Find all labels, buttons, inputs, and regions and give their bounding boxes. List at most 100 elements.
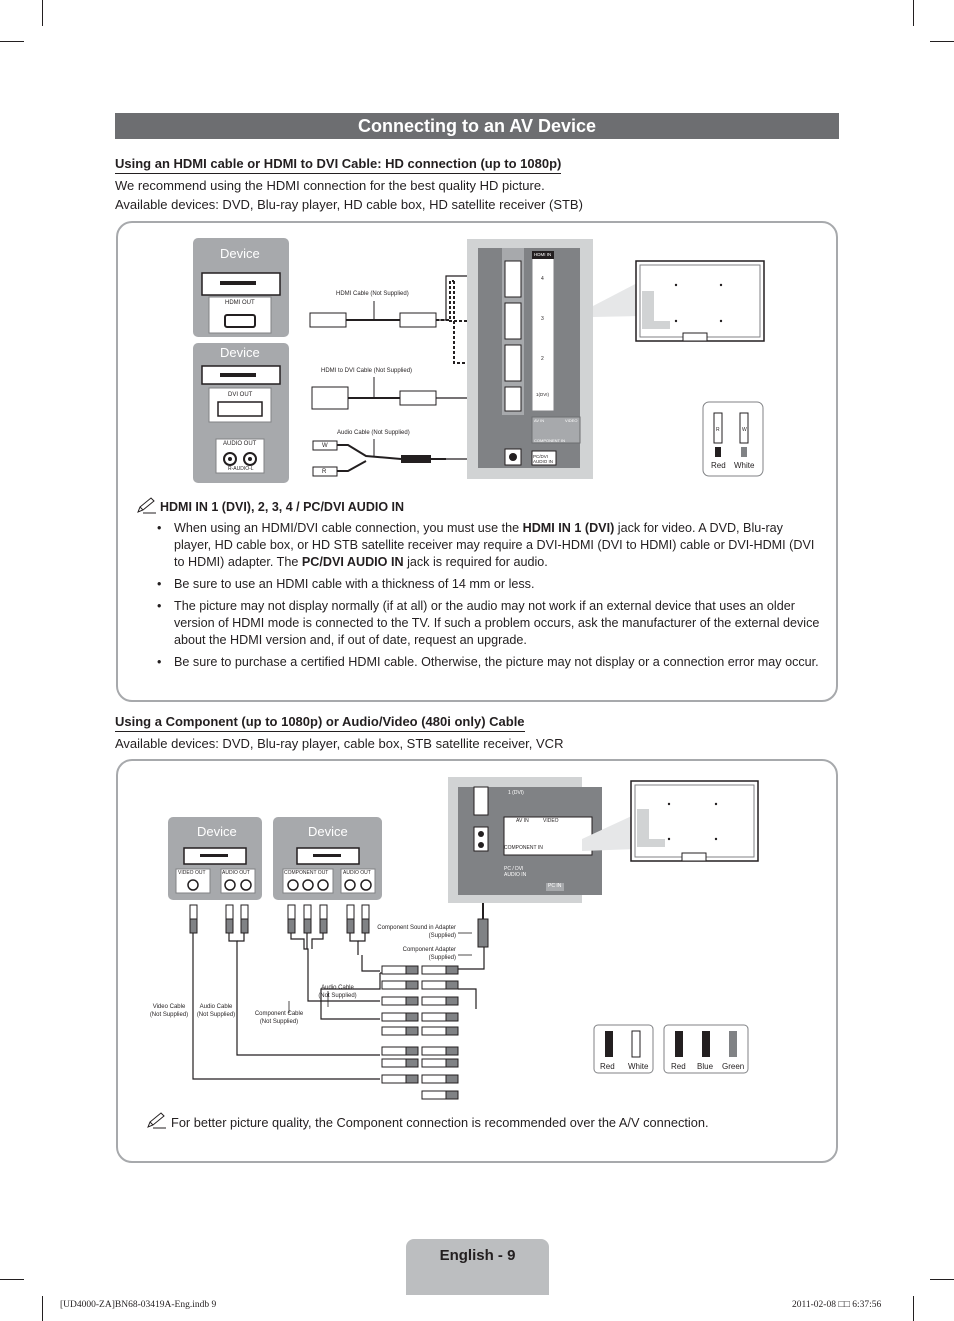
r-audio-l-label: R-AUDIO-L <box>228 466 254 472</box>
bullet-text: jack is required for audio. <box>403 555 548 569</box>
crop-mark <box>0 41 24 42</box>
note-bullet: • The picture may not display normally (i… <box>152 598 822 649</box>
av-in-block <box>503 816 593 856</box>
tv-component-label: COMPONENT IN <box>534 438 566 443</box>
device-side-plugs <box>189 904 370 934</box>
tv-component-label: COMPONENT IN <box>504 845 543 851</box>
pencil-note-icon <box>137 497 156 514</box>
tv-port-label: 1(DVI) <box>536 392 550 397</box>
section-text: Available devices: DVD, Blu-ray player, … <box>115 736 564 751</box>
legend-red-label: Red <box>671 1062 686 1071</box>
video-out-jack <box>187 879 199 891</box>
hdmi-out-label: HDMI OUT <box>225 300 255 306</box>
hdmi-dvi-cable-label: HDMI to DVI Cable (Not Supplied) <box>321 368 413 374</box>
device-label: Device <box>220 345 260 360</box>
tv-1dvi-label: 1 (DVI) <box>508 790 524 796</box>
video-cable-label: Video Cable (Not Supplied) <box>149 1004 189 1018</box>
pc-dvi-label-box <box>531 450 557 466</box>
legend-white-label: White <box>628 1062 649 1071</box>
section-text: Available devices: DVD, Blu-ray player, … <box>115 197 583 212</box>
crop-mark <box>913 1296 914 1321</box>
callout-wedge <box>582 814 636 851</box>
audio-cable-label: Audio Cable (Not Supplied) <box>337 430 410 436</box>
legend-plug-red <box>605 1031 613 1057</box>
dvi-cable-plug-right <box>399 390 437 406</box>
tv-hdmi-in-label: HDMI IN <box>534 252 552 257</box>
crop-mark <box>42 0 43 26</box>
bullet-text: Be sure to use an HDMI cable with a thic… <box>174 577 535 591</box>
tv-pcdvi-label: PC/DVI AUDIO IN <box>533 454 554 464</box>
crop-mark <box>913 0 914 26</box>
legend-blue-label: Blue <box>697 1062 714 1071</box>
hdmi-connection-diagram <box>193 238 765 483</box>
hdmi-in-label-strip <box>531 250 555 412</box>
bullet-text: The picture may not display normally (if… <box>174 599 820 647</box>
component-adapter-plug <box>477 918 489 948</box>
note-bullet-list: •When using an HDMI/DVI cable connection… <box>152 520 822 676</box>
plug-w-label: W <box>322 443 328 449</box>
crop-mark <box>930 1279 954 1280</box>
legend-white-label: White <box>734 461 755 470</box>
tv-video-label: VIDEO <box>543 818 559 824</box>
legend-plug-white <box>631 1030 641 1058</box>
device-label: Device <box>308 824 348 839</box>
bullet-text: jack for video. A DVD, Blu-ray player, H… <box>174 521 815 569</box>
bullet-emphasis: PC/DVI AUDIO IN <box>301 555 404 569</box>
legend-plug-green <box>729 1031 737 1057</box>
crop-mark <box>930 41 954 42</box>
tv-port-label: 4 <box>541 276 544 282</box>
hdmi-cable-plug-left <box>309 312 347 328</box>
tv-connection-area <box>642 291 654 329</box>
component-out-label: COMPONENT OUT <box>284 870 329 876</box>
dvi-out-label: DVI OUT <box>228 392 253 398</box>
audio-out-label: AUDIO OUT <box>343 870 371 876</box>
bullet-text: Be sure to purchase a certified HDMI cab… <box>174 655 819 669</box>
component-adapter-label: Component Adapter (Supplied) <box>402 947 456 961</box>
hdmi-port-3 <box>504 302 522 340</box>
bullet-dot: • <box>157 577 162 591</box>
audio-out-label: AUDIO OUT <box>222 870 250 876</box>
bullet-dot: • <box>157 655 162 669</box>
dvi-cable-plug-left <box>311 386 349 410</box>
dvi-out-port <box>217 401 263 417</box>
audio-cable-label: Audio Cable (Not Supplied) <box>196 1004 236 1018</box>
legend-green-label: Green <box>722 1062 745 1071</box>
legend-plug-red <box>713 412 723 444</box>
device-label: Device <box>197 824 237 839</box>
footer-file-info: [UD4000-ZA]BN68-03419A-Eng.indb 9 <box>60 1300 217 1310</box>
adapter-plugs <box>381 965 459 1100</box>
hdmi-cable-label: HDMI Cable (Not Supplied) <box>336 291 409 297</box>
bullet-emphasis: HDMI IN 1 (DVI) <box>522 521 615 535</box>
legend-plug-blue <box>702 1031 710 1057</box>
bullet-dot: • <box>157 599 162 613</box>
tv-stand <box>681 852 707 862</box>
av-component-block <box>531 416 581 444</box>
crop-mark <box>0 1279 24 1280</box>
crop-mark <box>42 1296 43 1321</box>
section-text: We recommend using the HDMI connection f… <box>115 178 545 193</box>
tv-stand <box>682 332 708 342</box>
bullet-dot: • <box>157 521 162 535</box>
hdmi-cable-plug-right <box>399 312 437 328</box>
tv-video-label: VIDEO <box>565 418 578 423</box>
section-heading-hdmi: Using an HDMI cable or HDMI to DVI Cable… <box>115 156 562 174</box>
tv-port-label: 3 <box>541 316 544 322</box>
note-bullet: •When using an HDMI/DVI cable connection… <box>152 520 822 571</box>
pencil-note-icon <box>147 1112 166 1129</box>
tv-port-label: 2 <box>541 356 544 362</box>
audio-cable-mini-plug <box>401 455 431 463</box>
tv-pcin-label: PC IN <box>548 883 562 889</box>
audio-out-label: AUDIO OUT <box>223 441 257 447</box>
legend-w-letter: W <box>742 427 747 433</box>
section-heading-component: Using a Component (up to 1080p) or Audio… <box>115 714 525 732</box>
tv-avin-label: AV IN <box>516 818 529 824</box>
legend-r-letter: R <box>716 427 720 433</box>
sound-adapter-label: Component Sound in Adapter (Supplied) <box>377 925 456 939</box>
hdmi-port-4 <box>504 260 522 298</box>
hdmi-port-1dvi <box>504 386 522 412</box>
note-bullet: • Be sure to use an HDMI cable with a thi… <box>152 576 822 593</box>
pc-dvi-audio-jack-box <box>473 826 489 852</box>
audio-cable-wire <box>337 444 402 472</box>
legend-plug-white <box>739 412 749 444</box>
audio-cable-label: Audio Cable (Not Supplied) <box>318 985 357 999</box>
